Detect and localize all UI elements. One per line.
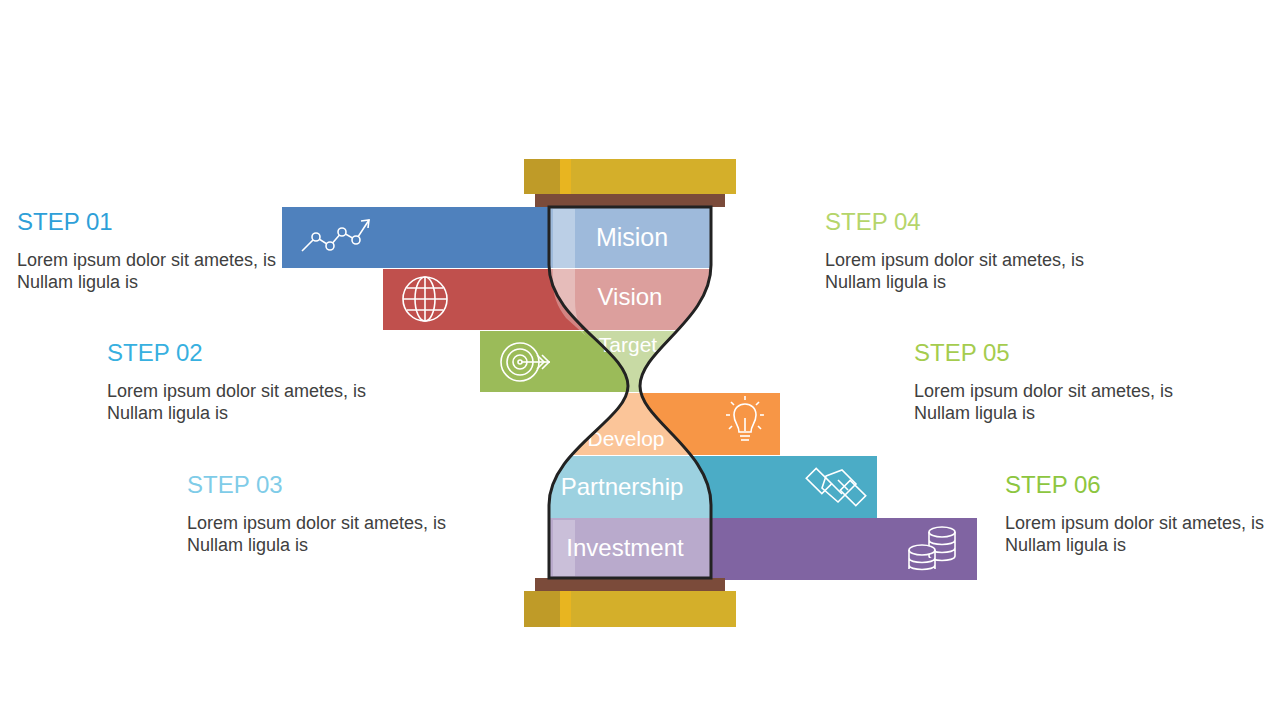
step-band: Investment xyxy=(549,518,977,580)
step-description: Lorem ipsum dolor sit ametes, is Nullam … xyxy=(914,380,1186,424)
step-heading: STEP 01 xyxy=(17,207,113,237)
step-heading: STEP 04 xyxy=(825,207,921,237)
step-band: Develop xyxy=(549,393,780,455)
cap-shade xyxy=(524,591,560,627)
hourglass-cap xyxy=(524,159,736,194)
cap-shine xyxy=(560,591,571,627)
step-band: Mision xyxy=(282,207,713,268)
step-description: Lorem ipsum dolor sit ametes, is Nullam … xyxy=(1005,512,1277,556)
band-label: Mision xyxy=(532,222,732,252)
band-label: Develop xyxy=(526,424,726,454)
step-description: Lorem ipsum dolor sit ametes, is Nullam … xyxy=(825,249,1097,293)
hourglass-bar xyxy=(535,194,725,207)
step-heading: STEP 06 xyxy=(1005,470,1101,500)
hourglass-cap xyxy=(524,591,736,627)
step-description: Lorem ipsum dolor sit ametes, is Nullam … xyxy=(107,380,379,424)
band-label: Vision xyxy=(530,282,730,312)
step-heading: STEP 03 xyxy=(187,470,283,500)
step-band: Vision xyxy=(383,269,713,330)
step-description: Lorem ipsum dolor sit ametes, is Nullam … xyxy=(187,512,459,556)
band-label: Investment xyxy=(525,533,725,563)
step-heading: STEP 02 xyxy=(107,338,203,368)
band-shape xyxy=(383,269,713,330)
band-glass-fill xyxy=(383,269,713,330)
band-shape xyxy=(480,331,713,392)
cap-shine xyxy=(560,159,571,194)
step-band: Partnership xyxy=(549,456,877,518)
band-glass-fill xyxy=(480,331,713,392)
band-label: Target xyxy=(528,330,728,360)
step-band: Target xyxy=(480,331,713,392)
step-description: Lorem ipsum dolor sit ametes, is Nullam … xyxy=(17,249,289,293)
band-label: Partnership xyxy=(522,472,722,502)
cap-shade xyxy=(524,159,560,194)
step-heading: STEP 05 xyxy=(914,338,1010,368)
